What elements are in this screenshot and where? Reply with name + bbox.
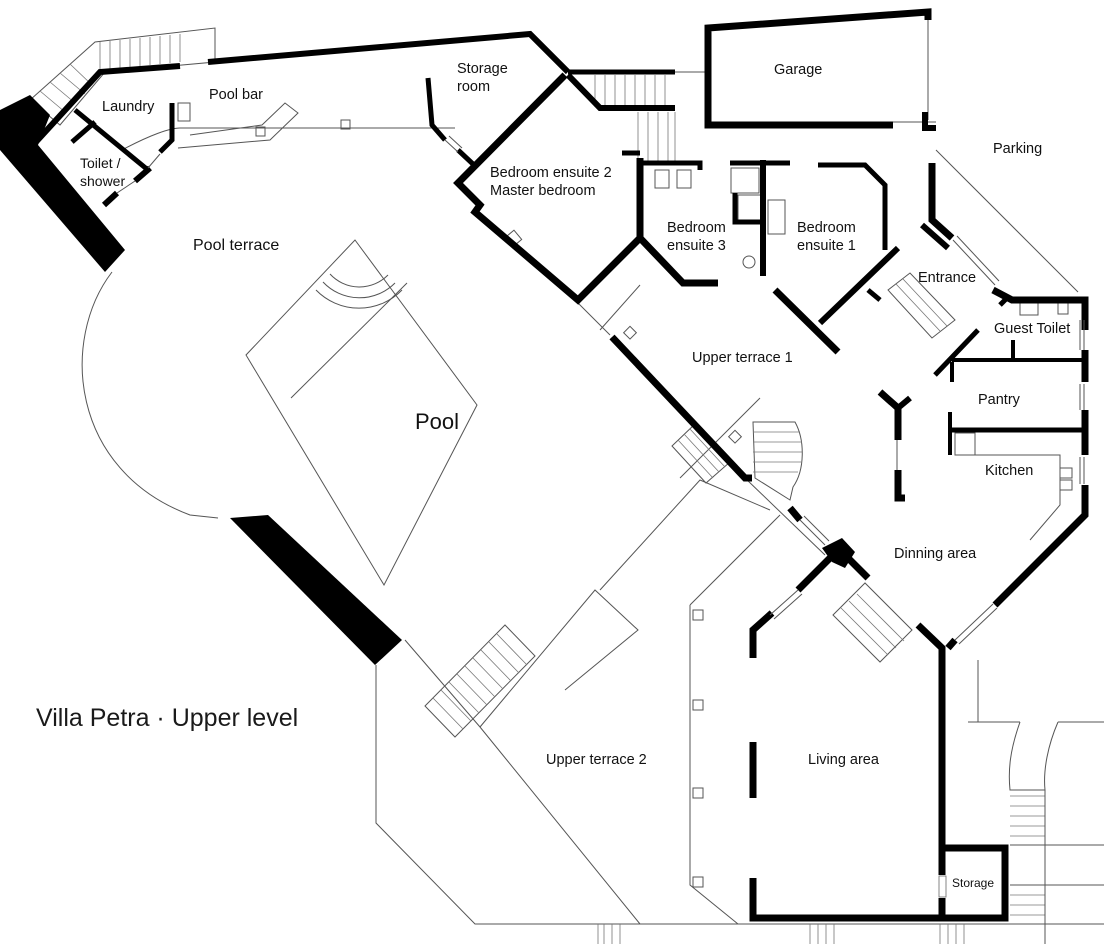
room-label-bedroom-ensuite-1-line2: ensuite 1 — [797, 238, 856, 255]
room-label-bedroom-ensuite-3-line2: ensuite 3 — [667, 238, 726, 255]
pool-bar-counter — [177, 102, 351, 149]
room-label-upper-terrace-1: Upper terrace 1 — [692, 350, 793, 366]
room-label-living-area: Living area — [808, 752, 879, 768]
parking-outline — [680, 15, 1079, 293]
windows — [116, 135, 1085, 645]
room-label-bedroom-ensuite-2-line1: Bedroom ensuite 2 — [490, 165, 612, 181]
upper-terrace-2-outline — [375, 479, 1104, 925]
room-label-upper-terrace-2: Upper terrace 2 — [546, 752, 647, 768]
stairs-entrance — [887, 272, 956, 339]
room-label-storage-room-line1: Storage — [457, 61, 508, 77]
stairs-top-center — [568, 71, 705, 165]
room-label-storage: Storage — [952, 876, 995, 890]
stairs-living-area — [832, 582, 913, 663]
room-label-pool: Pool — [415, 409, 460, 434]
room-label-pantry: Pantry — [978, 392, 1020, 408]
room-label-storage-room-line2: room — [457, 79, 491, 96]
pool-terrace-outline — [81, 127, 455, 519]
room-label-bedroom-ensuite-2-line2: Master bedroom — [490, 183, 596, 200]
room-label-bedroom-ensuite-1-line1: Bedroom — [797, 220, 856, 236]
room-label-garage: Garage — [774, 62, 823, 78]
room-label-laundry: Laundry — [102, 99, 155, 115]
stairs-right-side — [968, 660, 1104, 944]
room-label-bedroom-ensuite-1: Bedroom ensuite 1 — [797, 219, 856, 255]
room-label-dinning-area: Dinning area — [894, 546, 977, 562]
room-label-pool-terrace: Pool terrace — [193, 237, 280, 254]
room-label-kitchen: Kitchen — [985, 463, 1034, 479]
room-label-guest-toilet: Guest Toilet — [994, 321, 1071, 337]
walls — [0, 8, 1089, 922]
room-label-bedroom-ensuite-3: Bedroom ensuite 3 — [667, 219, 726, 255]
column-markers — [506, 229, 743, 888]
upper-terrace-1-outline — [574, 284, 826, 556]
room-label-parking: Parking — [993, 141, 1043, 157]
room-label-toilet-shower: Toilet / shower — [80, 155, 125, 190]
stairs-upper-terrace-2 — [424, 624, 536, 738]
room-label-bedroom-ensuite-3-line1: Bedroom — [667, 220, 726, 236]
plan-title: Villa Petra · Upper level — [36, 704, 299, 732]
room-label-storage-room: Storage room — [457, 60, 508, 96]
stairs-upper-terrace-1-curved — [752, 421, 803, 501]
room-label-bedroom-ensuite-2: Bedroom ensuite 2 Master bedroom — [490, 164, 612, 200]
room-label-entrance: Entrance — [918, 270, 977, 286]
room-label-toilet-shower-line1: Toilet / — [80, 155, 121, 171]
room-label-toilet-shower-line2: shower — [80, 172, 126, 189]
room-label-pool-bar: Pool bar — [209, 87, 264, 103]
pool-outline — [245, 239, 478, 587]
stairs-bottom — [597, 924, 965, 944]
